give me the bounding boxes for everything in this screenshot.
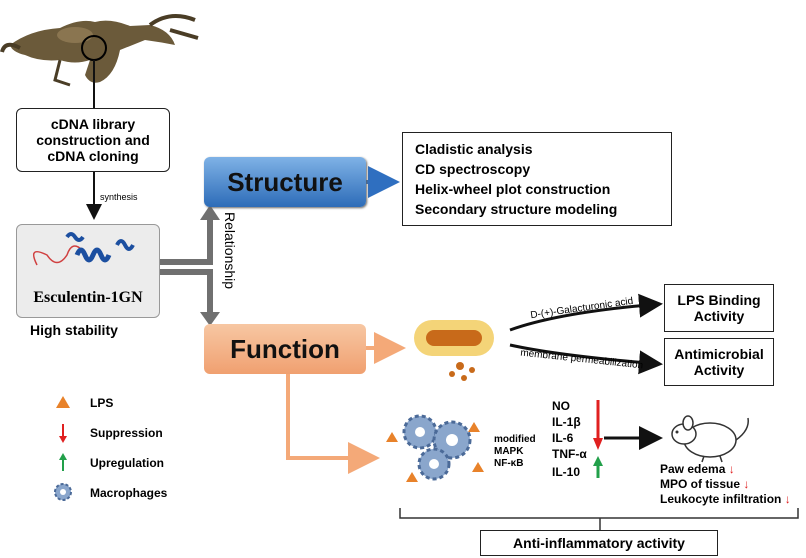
red-down-arrow-icon: ↓ [740,477,750,491]
cytokine-item: IL-1β [552,415,581,429]
pathway-item: modified [494,434,536,445]
cytokine-item: TNF-α [552,447,587,461]
lps-triangle-icon [56,396,70,408]
stability-label: High stability [30,322,118,338]
legend-label: Upregulation [90,456,164,470]
method-item: Secondary structure modeling [415,201,618,217]
structure-methods-box: Cladistic analysis CD spectroscopy Helix… [402,132,672,226]
lps-binding-box: LPS Binding Activity [664,284,774,332]
effect-item: MPO of tissue ↓ [660,477,750,491]
method-item: Helix-wheel plot construction [415,181,611,197]
macrophage-icon [54,483,72,501]
antimicrobial-box: Antimicrobial Activity [664,338,774,386]
method-item: Cladistic analysis [415,141,533,157]
cdna-cloning-box: cDNA library construction and cDNA cloni… [16,108,170,172]
mouse-icon [671,415,749,463]
anti-inflammatory-box: Anti-inflammatory activity [480,530,718,556]
peptide-box: Esculentin-1GN [16,224,160,318]
peptide-structure-icon [32,232,135,266]
red-down-arrow-icon: ↓ [725,462,735,476]
legend-label: Suppression [90,426,163,440]
green-up-arrow-icon [59,453,67,471]
method-item: CD spectroscopy [415,161,531,177]
frog-image [0,14,199,87]
pathway-labels: modified MAPK NF-κB [494,434,536,470]
legend-label: LPS [90,396,114,410]
cytokine-item: NO [552,399,570,413]
pathway-item: NF-κB [494,458,524,469]
function-box: Function [204,324,366,374]
bacterium-icon [414,320,494,381]
peptide-name: Esculentin-1GN [33,289,143,306]
effect-item: Paw edema ↓ [660,462,735,476]
upregulated-cytokine: IL-10 [552,465,581,479]
pathway-item: MAPK [494,446,524,457]
red-down-arrow-icon [59,424,67,443]
legend-label: Macrophages [90,486,168,500]
effect-item: Leukocyte infiltration ↓ [660,492,791,506]
suppressed-cytokines: NO IL-1β IL-6 TNF-α [552,398,587,462]
red-down-arrow-icon: ↓ [781,492,791,506]
in-vivo-effects: Paw edema ↓ MPO of tissue ↓ Leukocyte in… [660,462,791,507]
macrophage-cluster-icon [386,414,484,482]
synthesis-label: synthesis [100,192,138,202]
cytokine-item: IL-6 [552,431,574,445]
structure-box: Structure [204,157,366,207]
relationship-label: Relationship [222,212,238,290]
